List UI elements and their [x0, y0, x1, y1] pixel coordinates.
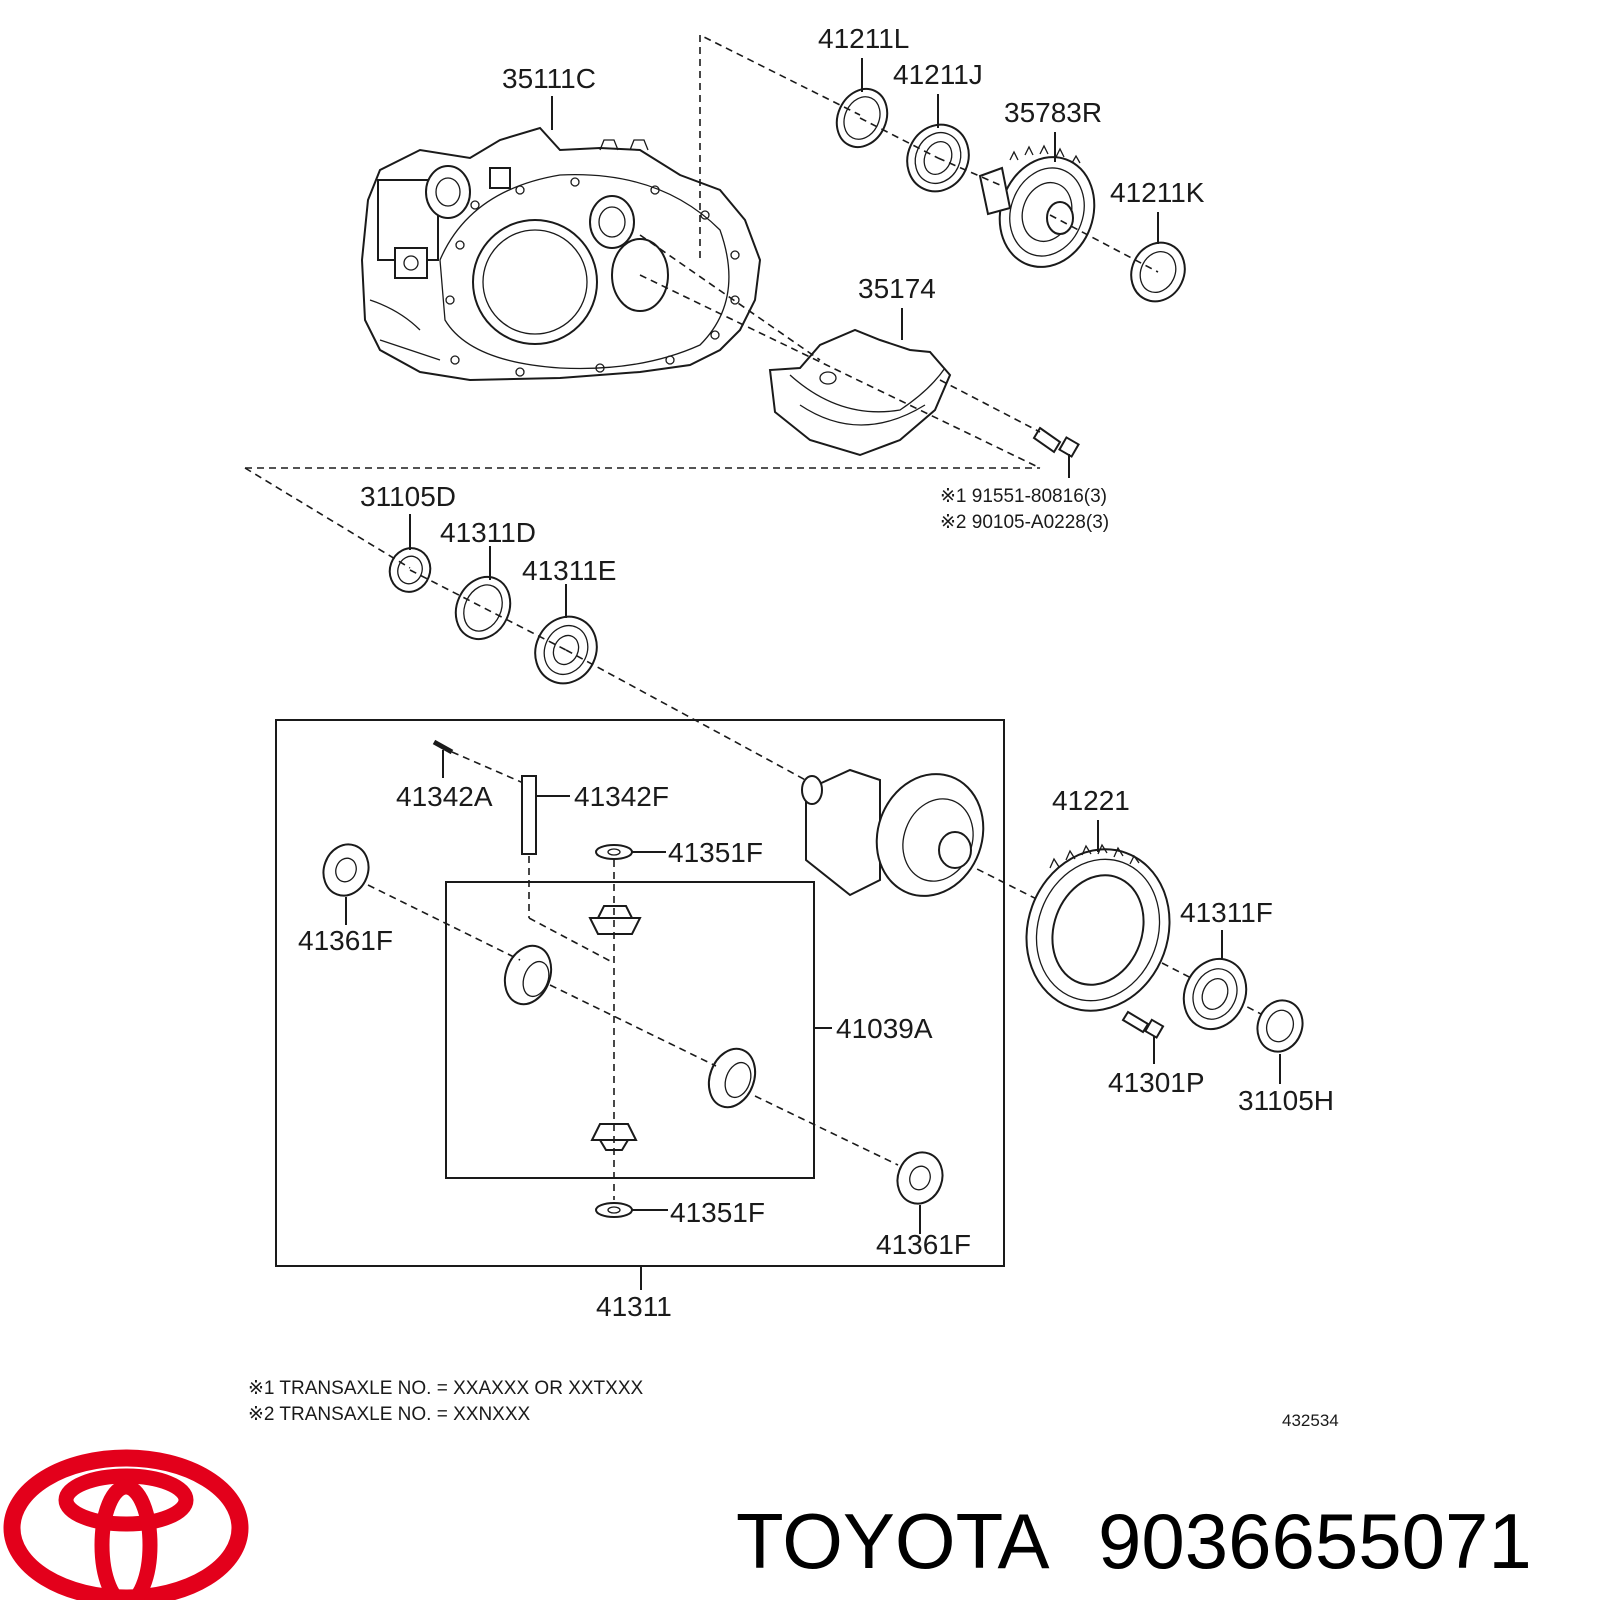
label-41311D: 41311D: [440, 517, 536, 548]
differential-assembly-box: [275, 719, 1005, 1290]
brand-name: TOYOTA: [736, 1497, 1050, 1585]
pin-41342A-drawing: [432, 739, 529, 786]
bearing-41311F-drawing: [1182, 930, 1248, 1031]
label-41361F-right: 41361F: [876, 1229, 971, 1260]
label-41351F-top: 41351F: [668, 837, 763, 868]
bolt-note-2: ※2 90105-A0228(3): [940, 512, 1109, 533]
label-31105H: 31105H: [1238, 1085, 1334, 1116]
label-41211J: 41211J: [893, 59, 983, 90]
label-35783R: 35783R: [1004, 97, 1102, 128]
label-41351F-bottom: 41351F: [670, 1197, 765, 1228]
ring-gear-41221-drawing: [1025, 820, 1171, 1012]
pinion-shaft-41342F-drawing: [521, 775, 613, 963]
footnote-1: ※1 TRANSAXLE NO. = XXAXXX OR XXTXXX: [248, 1378, 644, 1399]
label-35174: 35174: [858, 273, 936, 304]
label-41342F: 41342F: [574, 781, 669, 812]
diagram-code: 432534: [1282, 1411, 1339, 1430]
part-labels: 35111C 41211L 41211J 35783R 41211K 35174…: [298, 23, 1334, 1322]
label-41039A: 41039A: [836, 1013, 933, 1044]
toyota-logo: [3, 1449, 249, 1605]
side-washer-41361F-left-drawing: [322, 843, 717, 1067]
thrust-washer-41351F-top-drawing: [595, 844, 666, 860]
bolt-note-1: ※1 91551-80816(3): [940, 486, 1107, 507]
oil-receiver-35174-drawing: [768, 328, 952, 457]
side-gear-right-drawing: [707, 1047, 757, 1109]
label-41311E: 41311E: [522, 555, 616, 586]
label-41311F: 41311F: [1180, 897, 1273, 928]
pinion-gear-upper-drawing: [588, 905, 642, 935]
footnote-2: ※2 TRANSAXLE NO. = XXNXXX: [248, 1404, 531, 1425]
label-41221: 41221: [1052, 785, 1130, 816]
thrust-washer-41351F-bottom-drawing: [595, 1202, 668, 1218]
oil-seal-31105H-drawing: [1256, 999, 1304, 1084]
ring-gear-bolt-41301P-drawing: [1121, 1010, 1165, 1064]
label-41211K: 41211K: [1110, 177, 1205, 208]
label-41211L: 41211L: [818, 23, 909, 54]
label-41342A: 41342A: [396, 781, 493, 812]
label-41301P: 41301P: [1108, 1067, 1205, 1098]
label-41361F-left: 41361F: [298, 925, 393, 956]
side-washer-41361F-right-drawing: [754, 1095, 944, 1234]
oil-seal-41211L-drawing: [835, 87, 889, 149]
label-35111C: 35111C: [502, 63, 596, 94]
bolt-91551-drawing: [1032, 426, 1080, 458]
part-number: 9036655071: [1098, 1497, 1532, 1585]
label-41311: 41311: [596, 1291, 672, 1322]
label-31105D: 31105D: [360, 481, 456, 512]
differential-case-drawing: [801, 768, 985, 897]
side-gear-left-drawing: [503, 944, 553, 1006]
pinion-gear-lower-drawing: [590, 1123, 638, 1151]
footnotes: ※1 TRANSAXLE NO. = XXAXXX OR XXTXXX ※2 T…: [248, 1378, 1339, 1430]
drive-gear-35783R-drawing: [978, 144, 1096, 268]
shim-41311D-drawing: [454, 575, 512, 641]
